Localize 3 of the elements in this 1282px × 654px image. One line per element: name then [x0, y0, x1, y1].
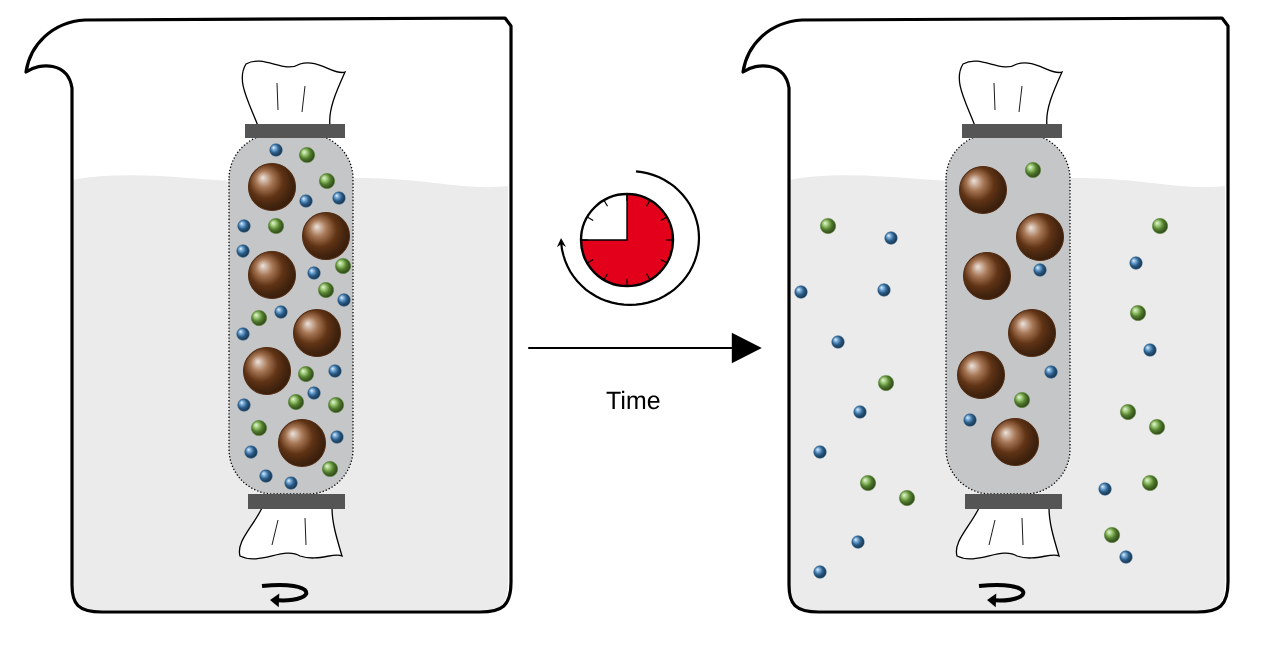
edge-label: Time [606, 390, 660, 410]
beaker-drawing [24, 16, 513, 614]
beaker-drawing [741, 16, 1230, 614]
